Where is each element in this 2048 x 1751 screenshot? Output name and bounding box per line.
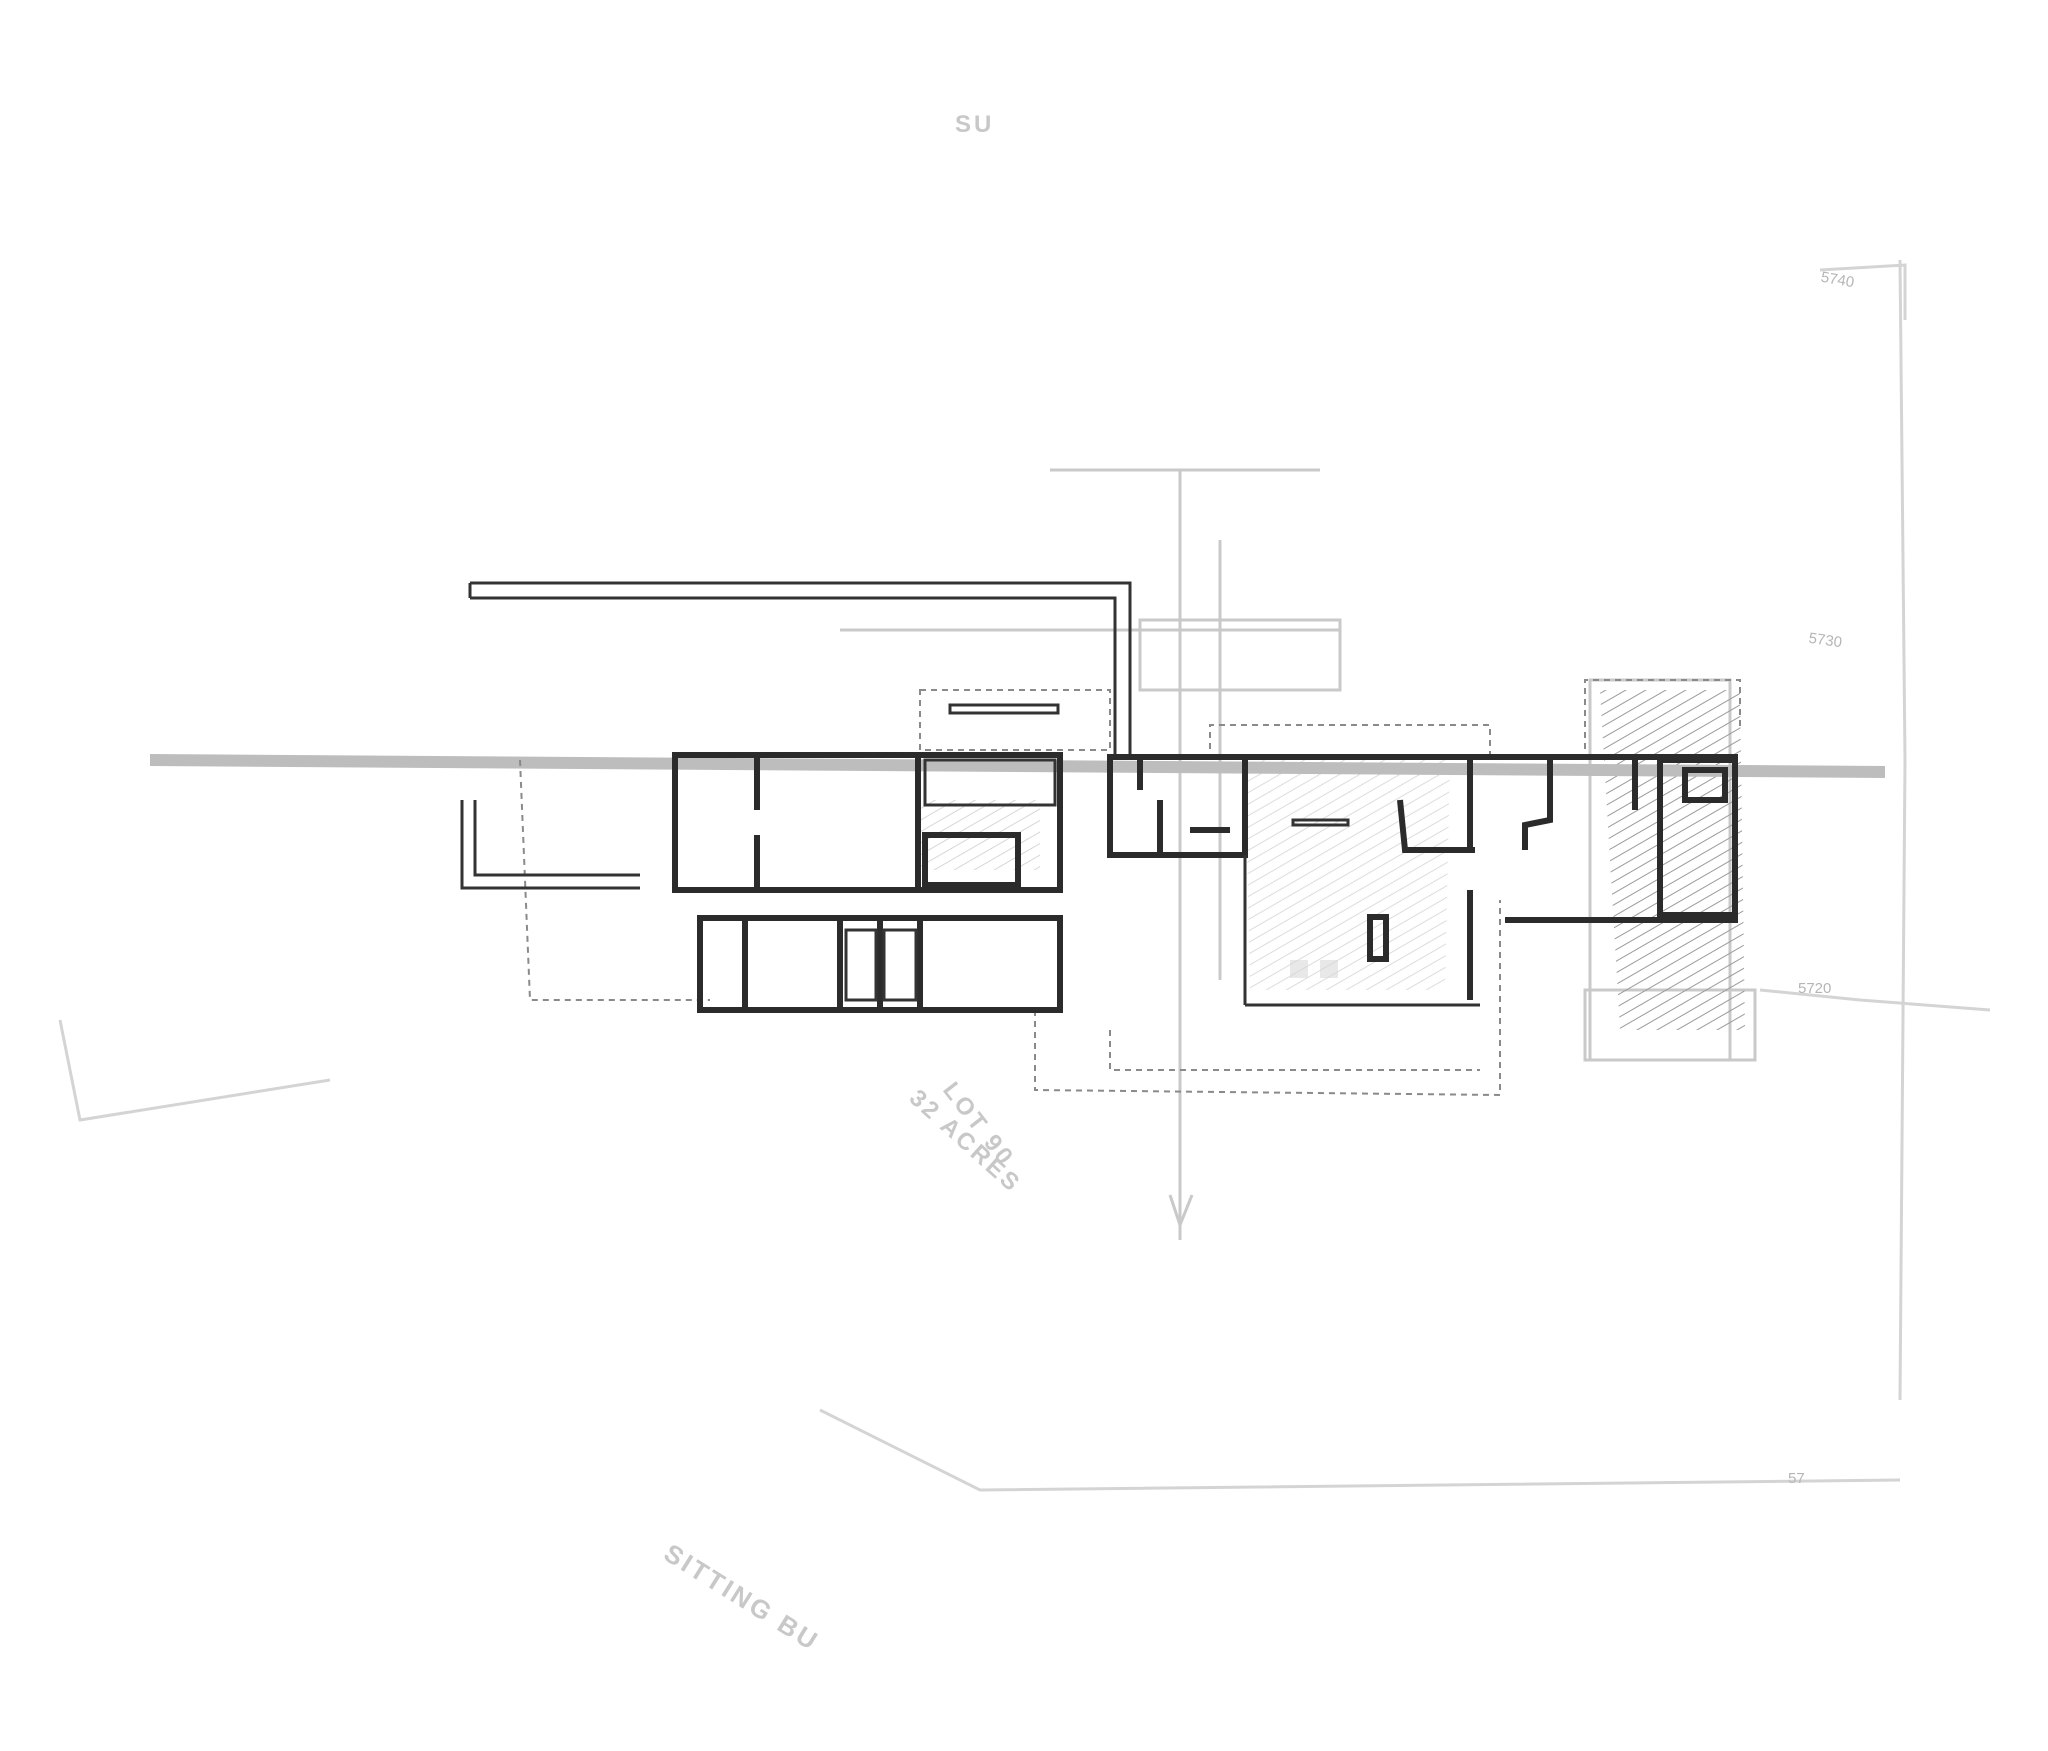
property-line-south [819, 1408, 1901, 1492]
overhang-central [1209, 724, 1491, 760]
hatched-area-east [1600, 690, 1745, 1030]
contour-label-5730: 5730 [1808, 630, 1843, 651]
closet [923, 758, 1057, 807]
north-arrow [1168, 1194, 1194, 1230]
utility-room [1657, 757, 1738, 918]
east-wing [1522, 760, 1553, 850]
garden-wall-top [470, 581, 1132, 760]
street-label-top: SU [955, 111, 994, 138]
roof-outlines [519, 679, 1741, 1097]
bath-fixture [844, 928, 878, 1002]
contour-label-5740: 5740 [1820, 269, 1856, 292]
corner-label: 57 [1788, 1470, 1805, 1487]
ghost-structure [1138, 618, 1342, 692]
garden-wall-top-inner [470, 596, 1117, 760]
utility-closet [1682, 767, 1728, 803]
garden-wall-west-inner [473, 800, 640, 877]
property-line-east [1898, 259, 1907, 1401]
fireplace [1291, 818, 1350, 827]
house-walls [672, 752, 1738, 1013]
contour-line-west [58, 1019, 331, 1122]
bath-room [922, 832, 1021, 888]
hatched-area-center [1245, 760, 1450, 990]
overhang-west [519, 759, 710, 1001]
hatched-terrain [920, 690, 1745, 1030]
street-label-bottom: SITTING BU [659, 1538, 825, 1657]
garden-wall [460, 581, 1132, 890]
overhang-north [919, 689, 1111, 751]
dining-chair [1320, 960, 1338, 978]
property-line-north [1819, 263, 1907, 320]
overhang-south [1034, 900, 1501, 1097]
overhang-south-inner [1109, 1030, 1480, 1071]
kitchen-island [1367, 914, 1389, 962]
overhang-east [1584, 679, 1741, 760]
bath-fixture [882, 928, 918, 1002]
contour-label-5720: 5720 [1798, 980, 1831, 997]
dining-table [1290, 960, 1308, 978]
garden-wall-west [460, 800, 640, 890]
contour-line-5720 [1759, 988, 1991, 1012]
bench [948, 703, 1060, 715]
ground-line [149, 754, 1886, 778]
wing-west-north [672, 752, 1063, 893]
